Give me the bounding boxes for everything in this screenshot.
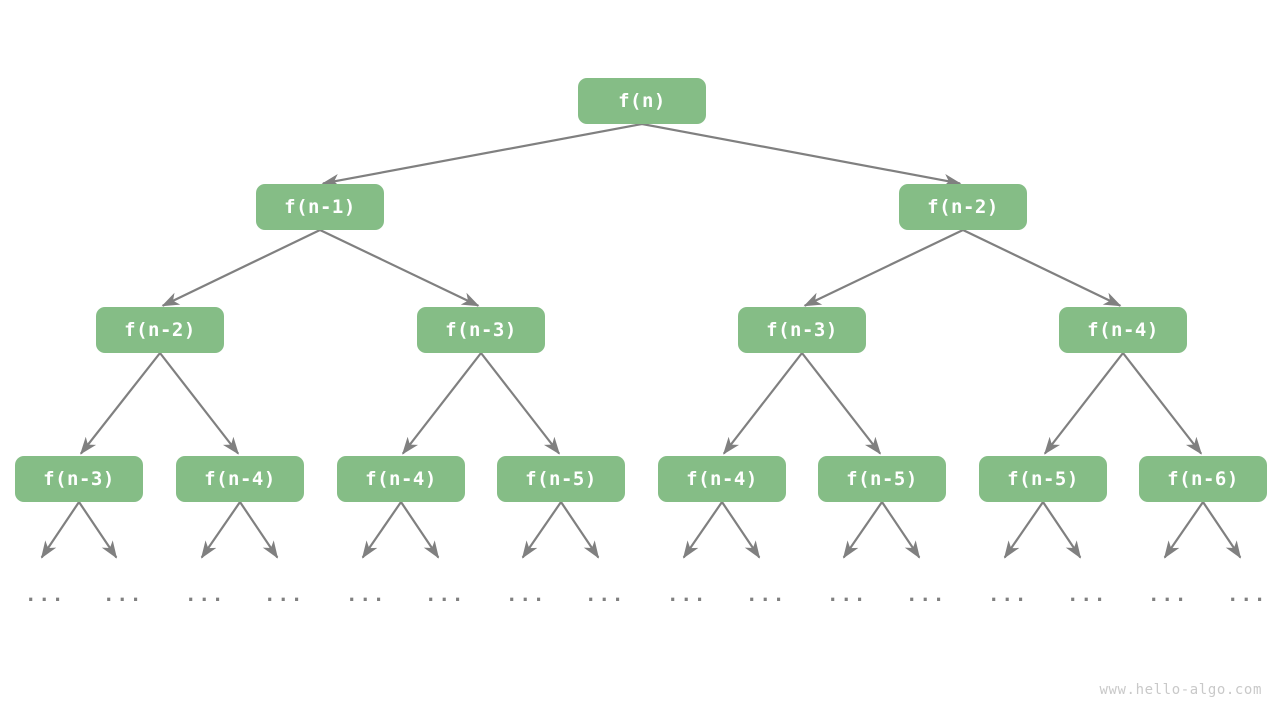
tree-node[interactable]: f(n-5) (497, 456, 625, 502)
tree-node[interactable]: f(n-4) (337, 456, 465, 502)
tree-edge-leaf (40, 501, 80, 559)
tree-node-label: f(n-5) (525, 468, 597, 490)
tree-node-label: f(n-5) (1007, 468, 1079, 490)
ellipsis-marker: ... (1148, 584, 1189, 606)
tree-node[interactable]: f(n-3) (738, 307, 866, 353)
tree-node-label: f(n-6) (1167, 468, 1239, 490)
tree-edge-leaf (1202, 501, 1242, 559)
tree-node-label: f(n-2) (124, 319, 196, 341)
tree-node-label: f(n) (618, 90, 666, 112)
tree-edge-leaf (400, 501, 440, 559)
ellipsis-marker: ... (425, 584, 466, 606)
tree-edge (159, 352, 240, 455)
tree-node-label: f(n-4) (204, 468, 276, 490)
tree-edge-leaf (881, 501, 921, 559)
tree-edge-leaf (1003, 501, 1044, 559)
tree-edge (480, 352, 561, 455)
tree-edge (321, 122, 643, 187)
tree-edge (803, 229, 964, 307)
tree-edge (722, 352, 803, 455)
tree-edge-leaf (682, 501, 723, 559)
ellipsis-marker: ... (585, 584, 626, 606)
tree-edge-leaf (560, 501, 600, 559)
tree-edge (161, 229, 321, 307)
leaf-stub-group (40, 501, 1242, 559)
edge-group (79, 122, 1203, 455)
tree-node[interactable]: f(n-2) (96, 307, 224, 353)
ellipsis-marker: ... (827, 584, 868, 606)
tree-node-label: f(n-4) (365, 468, 437, 490)
ellipsis-marker: ... (746, 584, 787, 606)
tree-edge-leaf (239, 501, 279, 559)
ellipsis-marker: ... (264, 584, 305, 606)
tree-edge-leaf (1042, 501, 1082, 559)
tree-edge (641, 122, 962, 187)
tree-node[interactable]: f(n) (578, 78, 706, 124)
tree-edge (1043, 352, 1124, 455)
ellipsis-marker: ... (667, 584, 708, 606)
tree-node-label: f(n-3) (43, 468, 115, 490)
tree-node[interactable]: f(n-4) (658, 456, 786, 502)
tree-edge-leaf (361, 501, 402, 559)
tree-node[interactable]: f(n-2) (899, 184, 1027, 230)
ellipsis-marker: ... (25, 584, 66, 606)
tree-edge (79, 352, 161, 455)
tree-node[interactable]: f(n-3) (417, 307, 545, 353)
tree-edge (319, 229, 480, 307)
tree-node[interactable]: f(n-4) (1059, 307, 1187, 353)
tree-node-label: f(n-3) (445, 319, 517, 341)
tree-node[interactable]: f(n-5) (979, 456, 1107, 502)
ellipsis-marker: ... (1067, 584, 1108, 606)
ellipsis-marker: ... (506, 584, 547, 606)
tree-node-label: f(n-3) (766, 319, 838, 341)
tree-edge (962, 229, 1122, 307)
tree-edge-leaf (1163, 501, 1204, 559)
tree-node[interactable]: f(n-4) (176, 456, 304, 502)
watermark: www.hello-algo.com (1099, 682, 1262, 698)
tree-edge (401, 352, 482, 455)
ellipsis-marker: ... (988, 584, 1029, 606)
tree-node-label: f(n-2) (927, 196, 999, 218)
tree-node[interactable]: f(n-5) (818, 456, 946, 502)
tree-node[interactable]: f(n-1) (256, 184, 384, 230)
ellipsis-marker: ... (1227, 584, 1268, 606)
ellipsis-marker: ... (906, 584, 947, 606)
tree-edge (801, 352, 882, 455)
ellipsis-marker: ... (185, 584, 226, 606)
tree-edge (1122, 352, 1203, 455)
tree-node-label: f(n-1) (284, 196, 356, 218)
ellipsis-marker: ... (103, 584, 144, 606)
ellipsis-marker: ... (346, 584, 387, 606)
tree-node-label: f(n-4) (686, 468, 758, 490)
tree-edge-leaf (721, 501, 761, 559)
tree-node[interactable]: f(n-3) (15, 456, 143, 502)
tree-node-label: f(n-4) (1087, 319, 1159, 341)
tree-edge-leaf (200, 501, 241, 559)
tree-edge-leaf (842, 501, 883, 559)
tree-edge-leaf (78, 501, 118, 559)
tree-node-label: f(n-5) (846, 468, 918, 490)
tree-edge-leaf (521, 501, 562, 559)
tree-node[interactable]: f(n-6) (1139, 456, 1267, 502)
